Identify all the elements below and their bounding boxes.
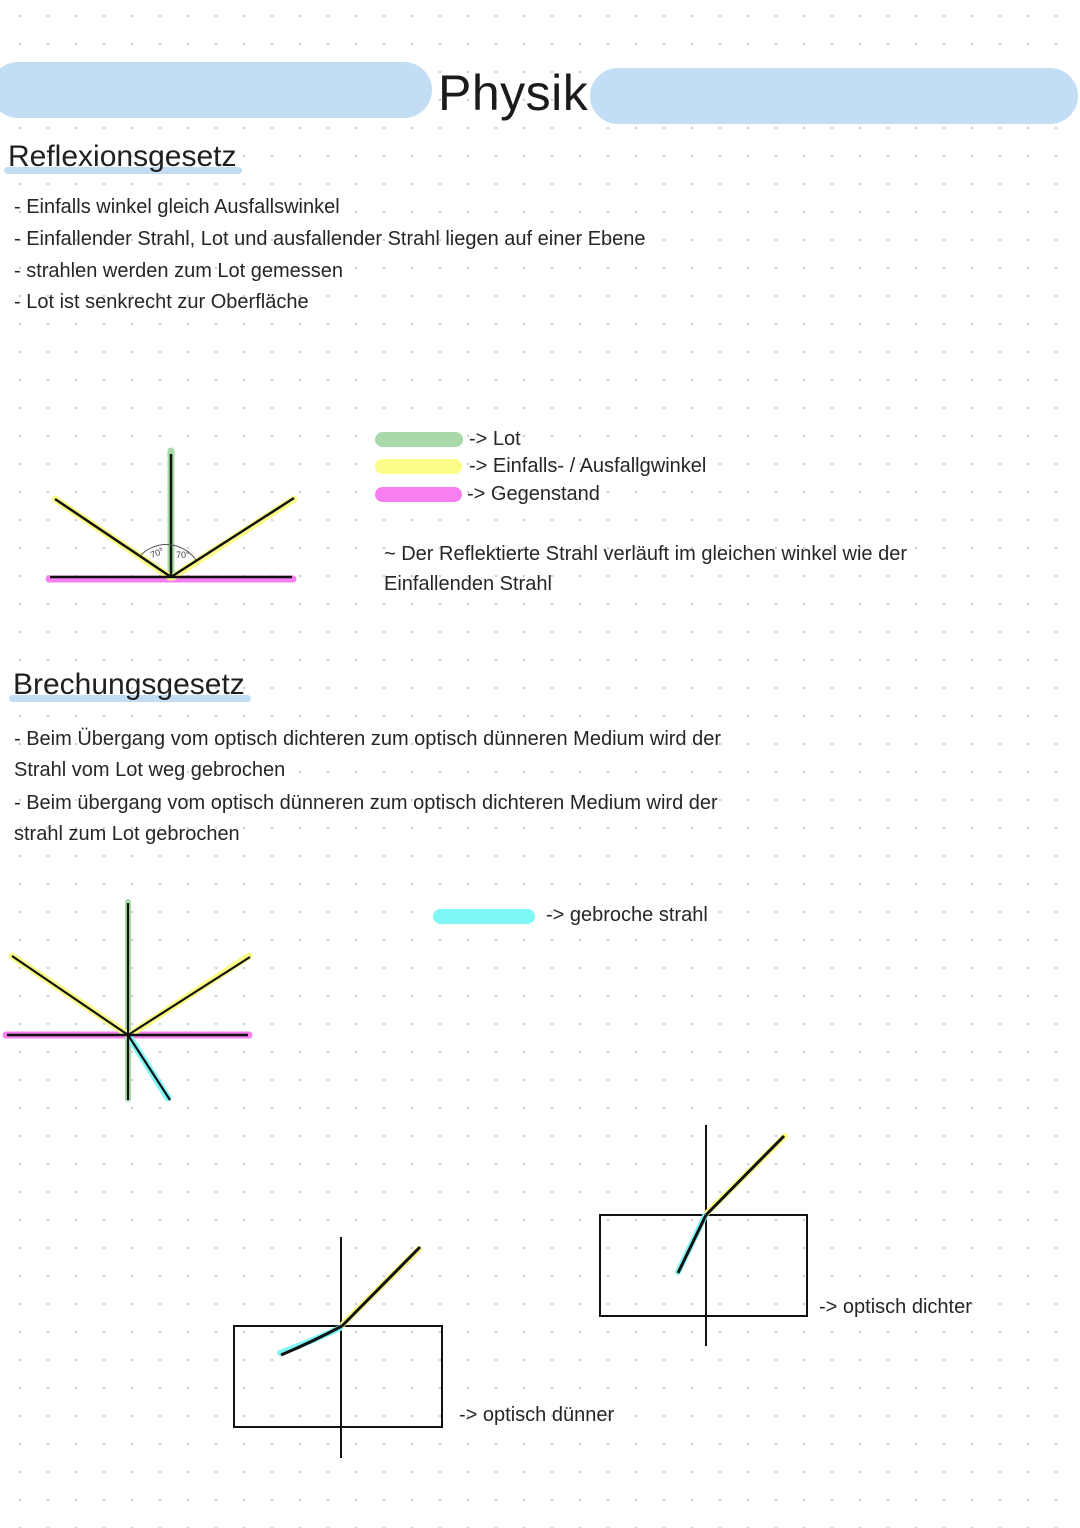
legend-swatch-winkel [375, 459, 462, 474]
title-banner-left [0, 62, 432, 118]
reflexion-bullet-2: - Einfallender Strahl, Lot und ausfallen… [14, 228, 646, 250]
legend-label-gebrochen: -> gebroche strahl [546, 904, 708, 926]
angle-label-left: 70° [149, 546, 166, 560]
legend-label-gegenstand: -> Gegenstand [467, 483, 600, 505]
reflexion-bullet-1: - Einfalls winkel gleich Ausfallswinkel [14, 196, 340, 218]
brechung-bullet-1-cont: Strahl vom Lot weg gebrochen [14, 759, 286, 781]
heading-text: Reflexionsgesetz [8, 140, 237, 173]
angle-label-right: 70° [176, 550, 190, 560]
label-optisch-duenner: -> optisch dünner [459, 1404, 615, 1426]
reflexion-note-1: ~ Der Reflektierte Strahl verläuft im gl… [384, 543, 907, 565]
section-heading-reflexion: Reflexionsgesetz [4, 140, 243, 174]
brechung-bullet-2: - Beim übergang vom optisch dünneren zum… [14, 792, 718, 814]
reflexion-bullet-4: - Lot ist senkrecht zur Oberfläche [14, 291, 309, 313]
brechung-bullet-1: - Beim Übergang vom optisch dichteren zu… [14, 728, 722, 750]
legend-label-lot: -> Lot [469, 428, 521, 450]
legend-label-winkel: -> Einfalls- / Ausfallgwinkel [469, 455, 707, 477]
heading-text: Brechungsgesetz [13, 668, 245, 701]
reflexion-note-2: Einfallenden Strahl [384, 573, 552, 595]
brechung-bullet-2-cont: strahl zum Lot gebrochen [14, 823, 240, 845]
reflexion-bullet-3: - strahlen werden zum Lot gemessen [14, 260, 344, 282]
legend-swatch-lot [375, 432, 463, 447]
legend-swatch-gegenstand [375, 487, 462, 502]
label-optisch-dichter: -> optisch dichter [819, 1296, 972, 1318]
section-heading-brechung: Brechungsgesetz [9, 668, 251, 702]
legend-swatch-gebrochen [433, 909, 535, 924]
page-title: Physik [438, 65, 589, 121]
title-banner-right [590, 68, 1078, 124]
